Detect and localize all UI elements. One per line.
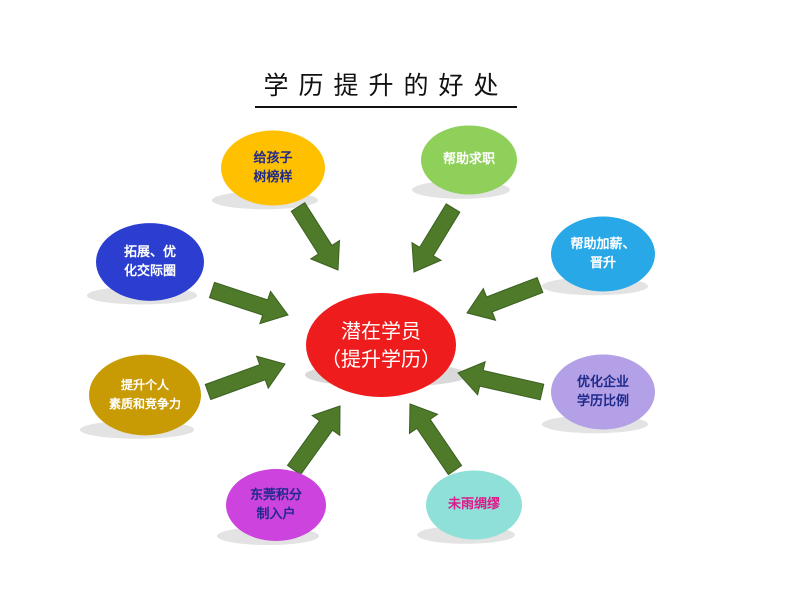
arrow-dongguan-points (286, 405, 341, 476)
node-raise-promo (551, 216, 655, 292)
arrow-personal-quality (204, 355, 286, 401)
center-node (306, 293, 456, 397)
arrow-enterprise-ratio (457, 360, 545, 401)
node-dongguan-points (226, 469, 326, 541)
node-label-prepare-ahead: 未雨绸缪 (447, 497, 500, 513)
node-label-enterprise-ratio: 优化企业 学历比例 (576, 374, 629, 409)
node-social-circle (96, 223, 204, 301)
node-label-raise-promo: 帮助加薪、 晋升 (570, 236, 636, 271)
node-job-search (421, 125, 517, 195)
node-label-dongguan-points: 东莞积分 制入户 (249, 488, 302, 522)
node-enterprise-ratio (551, 354, 655, 430)
page-title: 学历提升的好处 (255, 66, 517, 108)
node-label-social-circle: 拓展、优 化交际圈 (123, 244, 176, 279)
arrow-raise-promo (466, 276, 544, 322)
node-label-personal-quality: 提升个人 素质和竞争力 (108, 377, 181, 411)
arrow-prepare-ahead (408, 403, 463, 476)
arrow-child-model (290, 202, 341, 271)
arrow-social-circle (208, 281, 289, 325)
arrow-job-search (411, 203, 461, 273)
center-node-label: 潜在学员 （提升学历） (321, 319, 441, 371)
node-prepare-ahead (426, 470, 522, 540)
node-label-child-model: 给孩子 树榜样 (253, 150, 293, 185)
node-label-job-search: 帮助求职 (442, 152, 495, 168)
node-personal-quality (89, 354, 201, 436)
node-child-model (221, 130, 325, 206)
